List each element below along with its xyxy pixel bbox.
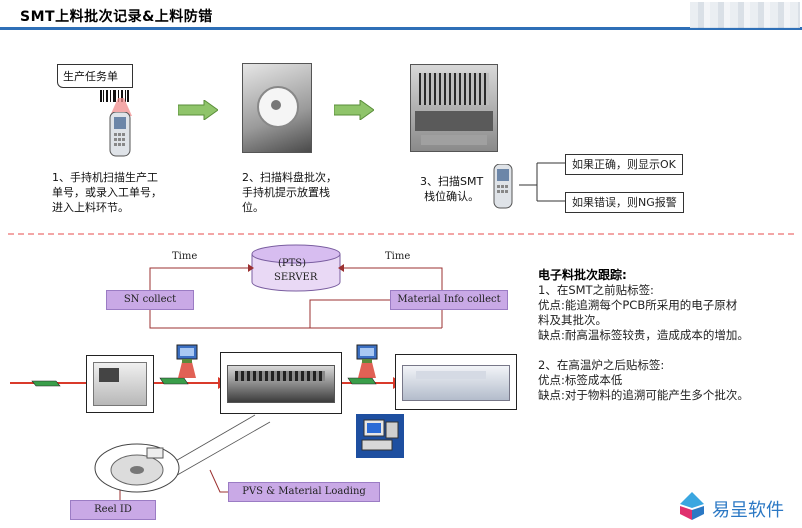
notes-block: 1、在SMT之前贴标签: 优点:能追溯每个PCB所采用的电子原材 料及其批次。 … xyxy=(538,283,796,403)
reflow-oven-machine xyxy=(395,354,517,410)
server-label-line1: (PTS) xyxy=(278,258,307,269)
brand-logo-icon xyxy=(680,492,704,520)
process-arrow xyxy=(178,100,218,120)
pvs-material-loading-box: PVS & Material Loading xyxy=(228,482,380,502)
database-server-icon xyxy=(251,244,341,292)
work-order-paper: 生产任务单 xyxy=(57,64,133,88)
note-line: 料及其批次。 xyxy=(538,313,607,327)
work-order-label: 生产任务单 xyxy=(63,70,118,83)
note-line: 缺点:对于物料的追溯可能产生多个批次。 xyxy=(538,388,749,402)
solder-printer-machine xyxy=(86,355,154,413)
server-label-line2: SERVER xyxy=(274,272,318,283)
notes-title: 电子料批次跟踪: xyxy=(538,268,627,282)
step3-text: 3、扫描SMT 栈位确认。 xyxy=(420,175,484,203)
note-line: 1、在SMT之前贴标签: xyxy=(538,283,654,297)
inline-scanner-icon xyxy=(356,344,378,363)
section-divider xyxy=(8,233,794,235)
computer-workstation-icon xyxy=(356,414,404,458)
step2-text: 2、扫描料盘批次， 手持机提示放置栈 位。 xyxy=(242,171,337,214)
scan-beam xyxy=(110,98,132,116)
ng-result-box: 如果错误，则NG报警 xyxy=(565,192,684,213)
handheld-scanner-icon xyxy=(493,164,513,209)
barcode-icon xyxy=(100,90,129,102)
sn-collect-box: SN collect xyxy=(106,290,194,310)
pick-and-place-machine xyxy=(220,352,342,414)
time-label-right: Time xyxy=(385,251,411,262)
note-line: 缺点:耐高温标签较贵，造成成本的增加。 xyxy=(538,328,749,342)
page-title: SMT上料批次记录&上料防错 xyxy=(20,9,213,25)
material-reel-icon xyxy=(94,443,180,493)
note-line: 优点:标签成本低 xyxy=(538,373,623,387)
feeder-bank-photo xyxy=(410,64,498,152)
inline-scanner-icon xyxy=(176,344,198,363)
reel-scan-photo xyxy=(242,63,312,153)
ok-result-box: 如果正确，则显示OK xyxy=(565,154,683,175)
brand-name: 易呈软件 xyxy=(712,500,784,521)
note-line: 2、在高温炉之后贴标签: xyxy=(538,358,665,372)
process-arrow xyxy=(334,100,374,120)
handheld-scanner-icon xyxy=(109,112,131,157)
blurred-watermark xyxy=(690,2,800,28)
title-underline xyxy=(0,27,802,30)
reel-id-box: Reel ID xyxy=(70,500,156,520)
material-info-collect-box: Material Info collect xyxy=(390,290,508,310)
note-line: 优点:能追溯每个PCB所采用的电子原材 xyxy=(538,298,738,312)
time-label-left: Time xyxy=(172,251,198,262)
note-line xyxy=(538,343,796,358)
step1-text: 1、手持机扫描生产工 单号，或录入工单号， 进入上料环节。 xyxy=(52,171,162,214)
